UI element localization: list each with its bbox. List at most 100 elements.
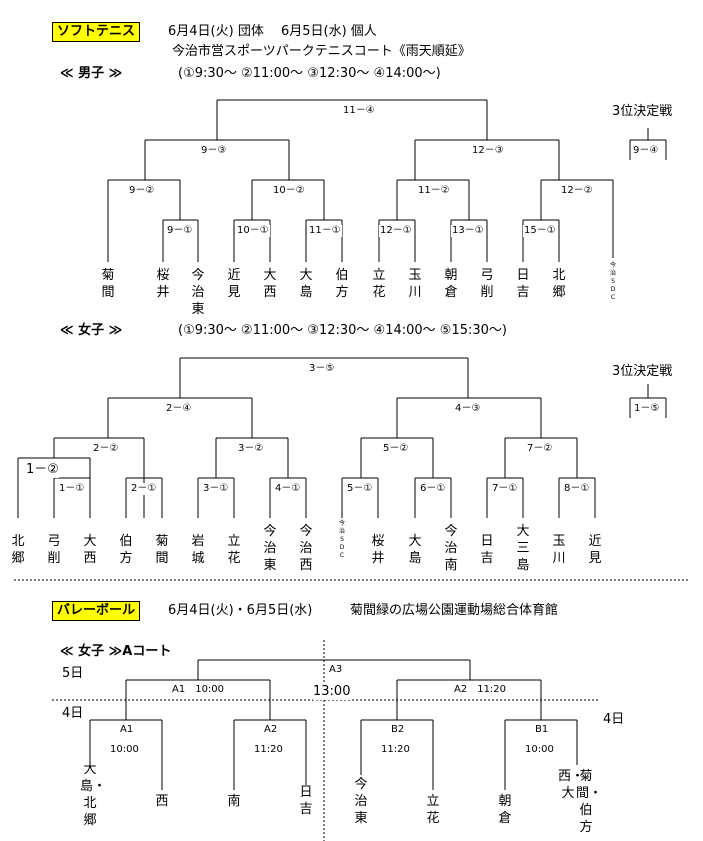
women-team: 近見 (588, 534, 602, 566)
men-match: 9－② (128, 185, 156, 197)
soft-tennis-tag: ソフトテニス (52, 22, 141, 42)
women-team: 今治東 (263, 524, 277, 573)
men-match: 9－① (166, 225, 194, 237)
volley-team: 南 (227, 794, 241, 809)
men-team: 立花 (372, 268, 386, 300)
women-times: (①9:30～ ②11:00～ ③12:30～ ④14:00～ ⑤15:30～) (178, 323, 507, 338)
volley-q-code: A1 (120, 724, 134, 735)
volley-team: 菊間・伯方 (576, 769, 603, 835)
men-match: 12－③ (471, 145, 505, 157)
volley-q-code: A2 (264, 724, 278, 735)
women-match: 1－① (58, 483, 86, 495)
volley-q-time: 10:00 (525, 744, 554, 755)
women-team: 大三島 (516, 524, 530, 573)
volley-team: 立花 (426, 794, 440, 826)
women-team: 大島 (408, 534, 422, 566)
men-team: 北郷 (552, 268, 566, 300)
women-match: 2－① (130, 483, 158, 495)
men-match: 9－③ (200, 145, 228, 157)
women-match: 2－④ (165, 403, 193, 415)
men-team: 大島 (299, 268, 313, 300)
women-team-small: 今治SDC (338, 520, 345, 559)
volley-final-time: 13:00 (313, 684, 351, 700)
women-third-place-title: 3位決定戦 (612, 364, 673, 379)
volleyball-venue: 菊間緑の広場公園運動場総合体育館 (350, 603, 559, 618)
men-match: 11－① (308, 225, 342, 237)
day-5-label: 5日 (62, 666, 84, 681)
men-third-place-title: 3位決定戦 (612, 104, 673, 119)
women-match: 2－② (92, 443, 120, 455)
soft-tennis-dates: 6月4日(火) 団体 6月5日(水) 個人 (168, 24, 377, 39)
volleyball-dates: 6月4日(火)・6月5日(水) (168, 603, 313, 618)
volley-team: 日吉 (299, 785, 313, 817)
volley-team: 今治東 (354, 777, 368, 826)
day-4-label-left: 4日 (62, 706, 84, 721)
men-times: (①9:30～ ②11:00～ ③12:30～ ④14:00～) (178, 66, 441, 81)
volley-team: 朝倉 (498, 794, 512, 826)
men-team: 桜井 (156, 268, 170, 300)
volleyball-tag: バレーボール (52, 601, 141, 621)
women-match: 3－② (237, 443, 265, 455)
men-team: 近見 (227, 268, 241, 300)
men-match: 15－① (523, 225, 557, 237)
day-4-label-right: 4日 (603, 712, 625, 727)
women-match: 7－① (491, 483, 519, 495)
volley-semi-right: A2 11:20 (454, 684, 507, 695)
women-team: 弓削 (47, 534, 61, 566)
men-team-small: 今治SDC (609, 262, 616, 301)
volley-q-code: B2 (391, 724, 405, 735)
women-match: 6－① (419, 483, 447, 495)
women-team: 桜井 (371, 534, 385, 566)
women-team: 立花 (227, 534, 241, 566)
women-team: 岩城 (191, 534, 205, 566)
men-match: 12－② (560, 185, 594, 197)
women-team: 大西 (83, 534, 97, 566)
men-team: 弓削 (480, 268, 494, 300)
men-match: 10－① (236, 225, 270, 237)
men-third-place-match: 9－④ (632, 145, 660, 157)
women-team: 今治西 (299, 524, 313, 573)
women-match: 4－③ (454, 403, 482, 415)
women-team: 玉川 (552, 534, 566, 566)
women-match: 4－① (274, 483, 302, 495)
soft-tennis-venue: 今治市営スポーツパークテニスコート《雨天順延》 (172, 44, 471, 59)
women-third-place-match: 1－⑤ (633, 403, 661, 415)
men-team: 朝倉 (444, 268, 458, 300)
men-match-final: 11－④ (342, 105, 376, 117)
men-match: 11－② (417, 185, 451, 197)
women-match-final: 3－⑤ (308, 363, 336, 375)
men-team: 玉川 (408, 268, 422, 300)
men-team: 日吉 (516, 268, 530, 300)
men-team: 菊間 (101, 268, 115, 300)
men-match: 13－① (451, 225, 485, 237)
women-match: 8－① (563, 483, 591, 495)
women-label: ≪ 女子 ≫ (60, 323, 123, 338)
volley-team: 大島・北郷 (80, 762, 107, 828)
men-team: 大西 (263, 268, 277, 300)
women-team: 伯方 (119, 534, 133, 566)
men-team: 伯方 (335, 268, 349, 300)
women-match: 3－① (202, 483, 230, 495)
volley-semi-left: A1 10:00 (172, 684, 225, 695)
women-team: 今治南 (444, 524, 458, 573)
women-match: 1－② (26, 462, 59, 478)
women-team: 日吉 (480, 534, 494, 566)
men-match: 12－① (379, 225, 413, 237)
men-label: ≪ 男子 ≫ (60, 66, 123, 81)
men-match: 10－② (272, 185, 306, 197)
women-match: 7－② (526, 443, 554, 455)
volley-q-time: 11:20 (381, 744, 410, 755)
volleyball-women-label: ≪ 女子 ≫Aコート (60, 644, 172, 659)
men-team: 今治東 (191, 268, 205, 317)
volley-q-time: 11:20 (254, 744, 283, 755)
volley-team: 西 (155, 794, 169, 809)
women-match: 5－① (346, 483, 374, 495)
volley-team: 西・大 (558, 769, 585, 801)
women-team: 菊間 (155, 534, 169, 566)
volley-q-time: 10:00 (110, 744, 139, 755)
women-match: 5－② (382, 443, 410, 455)
volley-q-code: B1 (535, 724, 549, 735)
women-team: 北郷 (11, 534, 25, 566)
volley-final-code: A3 (329, 664, 343, 675)
